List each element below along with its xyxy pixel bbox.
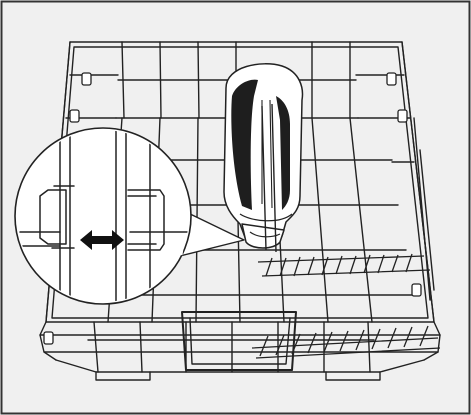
tine-row-upper [257, 253, 431, 277]
bottle-reflection-left [231, 79, 258, 210]
bottle-reflection-right [276, 96, 290, 210]
roller-back-left [81, 72, 92, 86]
distance-arrow-icon [80, 230, 124, 250]
roller-mid-right [397, 109, 408, 123]
basket-rollers [43, 72, 422, 345]
roller-mid-left [69, 109, 80, 123]
roller-back-right [386, 72, 397, 86]
tine-row-lower [251, 325, 441, 359]
callout-circle [14, 127, 192, 305]
detail-magnifier-callout [14, 127, 245, 305]
bottle-holder-spikes [261, 103, 277, 253]
roller-front-right [411, 283, 422, 297]
roller-front-left [43, 331, 54, 345]
